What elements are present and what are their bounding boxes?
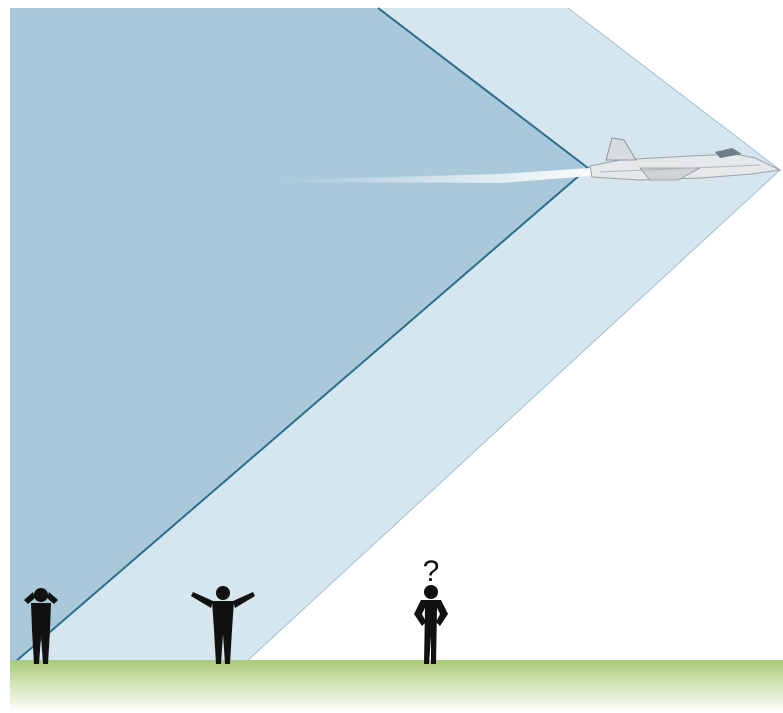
observer-confused (414, 585, 448, 664)
question-mark-label: ? (423, 555, 440, 588)
ground (10, 660, 783, 713)
